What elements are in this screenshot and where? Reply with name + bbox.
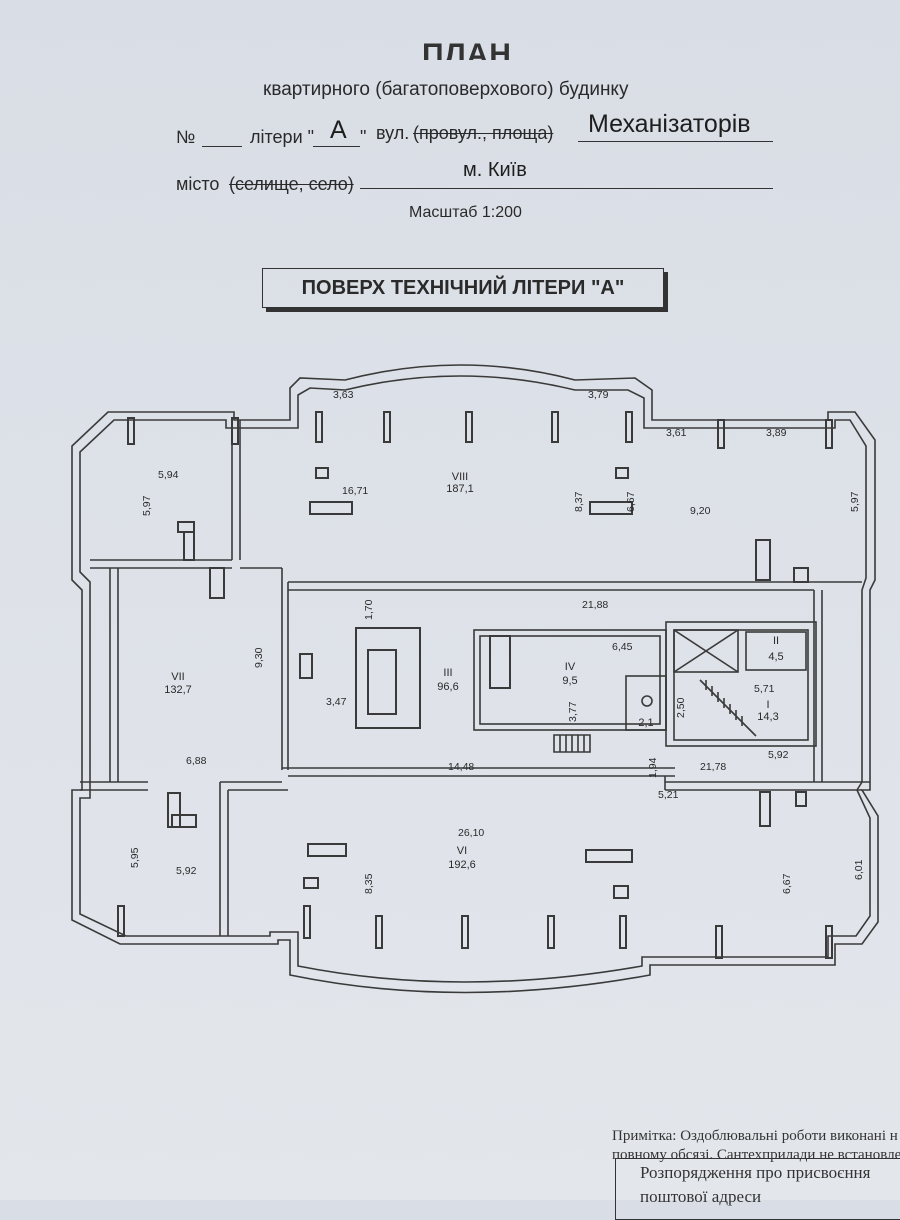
dim-363: 3,63 — [333, 389, 354, 401]
dim-595: 5,95 — [129, 847, 141, 868]
scale-label: Масштаб 1:200 — [409, 204, 522, 221]
dim-592b: 5,92 — [176, 865, 197, 877]
room-vii-number: VII — [171, 671, 184, 683]
walls — [71, 364, 879, 994]
dim-594: 5,94 — [158, 469, 179, 481]
dim-379: 3,79 — [588, 389, 609, 401]
room-v-area: 2,1 — [638, 717, 653, 729]
dim-601: 6,01 — [853, 859, 865, 880]
room-vi-number: VI — [457, 845, 467, 857]
street-value: Механізаторів — [588, 110, 751, 138]
dim-667a: 6,67 — [625, 491, 637, 512]
dim-2610: 26,10 — [458, 827, 484, 839]
room-ii-number: II — [773, 635, 779, 647]
decree-line-2: поштової адреси — [640, 1187, 762, 1206]
dim-597a: 5,97 — [141, 495, 153, 516]
note-line-1: Примітка: Оздоблювальні роботи виконані … — [612, 1128, 898, 1144]
dim-835: 8,35 — [363, 873, 375, 894]
city-struck: (селище, село) — [229, 174, 354, 194]
litera-close: " — [360, 127, 367, 147]
dim-1671: 16,71 — [342, 485, 368, 497]
dim-521: 5,21 — [658, 789, 679, 801]
number-line — [202, 146, 242, 147]
number-label: № — [176, 127, 196, 147]
street-struck: (провул., площа) — [413, 123, 554, 143]
dim-645: 6,45 — [612, 641, 633, 653]
dim-597b: 5,97 — [849, 491, 861, 512]
city-value: м. Київ — [463, 159, 527, 181]
columns — [117, 411, 833, 959]
room-ii-area: 4,5 — [768, 651, 783, 663]
room-iv-number: IV — [565, 661, 576, 673]
room-iv-area: 9,5 — [562, 675, 577, 687]
dim-389: 3,89 — [766, 427, 787, 439]
room-labels: VIII 187,1 VII 132,7 III 96,6 IV 9,5 2,1… — [164, 471, 783, 871]
dim-1448: 14,48 — [448, 761, 474, 773]
dim-667b: 6,67 — [781, 873, 793, 894]
dim-347: 3,47 — [326, 696, 347, 708]
litera-line — [313, 146, 360, 147]
city-line — [360, 188, 773, 189]
room-viii-area: 187,1 — [446, 483, 474, 495]
floor-title-box: ПОВЕРХ ТЕХНІЧНИЙ ЛІТЕРИ "А" — [262, 268, 664, 308]
litera-value: А — [330, 116, 347, 144]
dim-2188: 21,88 — [582, 599, 608, 611]
dim-361: 3,61 — [666, 427, 687, 439]
room-vii-area: 132,7 — [164, 684, 192, 696]
room-iii-number: III — [443, 667, 452, 679]
plan-title: ПЛАН — [422, 38, 512, 60]
dim-688: 6,88 — [186, 755, 207, 767]
decree-box: Розпорядження про присвоєння поштової ад… — [615, 1158, 900, 1220]
litera-label: літери " — [250, 127, 315, 147]
dim-571: 5,71 — [754, 683, 775, 695]
street-label: вул. — [376, 123, 410, 143]
dim-2178: 21,78 — [700, 761, 726, 773]
plan-subtitle: квартирного (багатоповерхового) будинку — [263, 79, 629, 100]
dim-194: 1,94 — [647, 757, 659, 778]
room-vi-area: 192,6 — [448, 859, 476, 871]
dim-170: 1,70 — [363, 599, 375, 620]
city-label: місто — [176, 174, 220, 194]
room-viii-number: VIII — [452, 471, 469, 483]
dimension-labels: 3,63 3,79 3,61 3,89 5,94 5,97 5,97 16,71… — [129, 389, 865, 894]
dim-837: 8,37 — [573, 491, 585, 512]
room-iii-area: 96,6 — [437, 681, 458, 693]
room-i-area: 14,3 — [757, 711, 778, 723]
street-line — [578, 141, 773, 142]
dim-930: 9,30 — [253, 647, 265, 668]
decree-line-1: Розпорядження про присвоєння — [640, 1163, 871, 1182]
dim-377: 3,77 — [567, 701, 579, 722]
dim-250: 2,50 — [675, 697, 687, 718]
note-line-2: повному обсязі. Сантехприлади не встанов… — [612, 1147, 900, 1163]
dim-920: 9,20 — [690, 505, 711, 517]
dim-592a: 5,92 — [768, 749, 789, 761]
room-i-number: I — [766, 699, 769, 711]
